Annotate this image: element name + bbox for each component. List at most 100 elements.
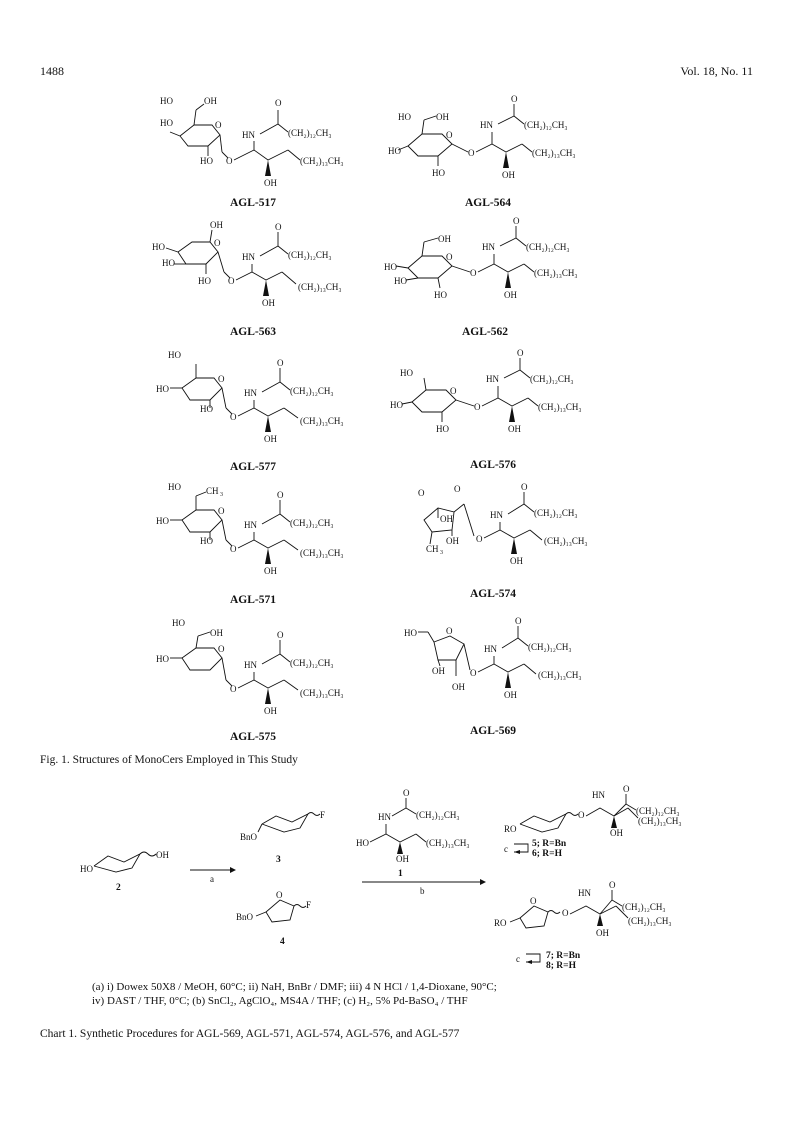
hydroxyl-label: HO [390,400,403,410]
compound-label-agl-564: AGL-564 [465,197,511,209]
compound-label-agl-577: AGL-577 [230,461,276,473]
volume-issue: Vol. 18, No. 11 [680,64,753,78]
acyl-chain: (CH₂)₁₂CH₃ [524,120,568,130]
hydroxyl-label: HO [156,516,169,526]
carbonyl-oxygen: O [277,630,284,640]
step-label-a: a [210,874,214,884]
ring-oxygen: O [530,896,537,906]
ring-oxygen: O [446,626,453,636]
hydroxyl-label: OH [504,690,517,700]
amide-nh: HN [592,790,605,800]
hydroxyl-label: HO [80,864,93,874]
compound-label-agl-562: AGL-562 [462,326,508,338]
hydroxyl-label: HO [398,112,411,122]
ring-oxygen: O [446,130,453,140]
hydroxyl-label: HO [156,384,169,394]
amide-nh: HN [486,374,499,384]
compound-number-7: 7; R=Bn [546,951,581,961]
hydroxyl-label: OH [610,828,623,838]
hydroxyl-label: OH [436,112,449,122]
alkyl-chain: (CH₂)₁₃CH₃ [534,268,578,278]
amide-nh: HN [484,644,497,654]
acyl-chain: (CH₂)₁₂CH₃ [416,810,460,820]
structure-agl-577: O HO HO HO O HN O (CH₂)₁₂CH₃ OH (CH₂)₁₃C… [156,350,344,444]
ring-oxygen: O [446,252,453,262]
carbonyl-oxygen: O [609,880,616,890]
reaction-conditions-line-2: iv) DAST / THF, 0°C; (b) SnCl₂, AgClO₄, … [92,995,468,1007]
hydroxyl-label: OH [210,628,223,638]
amide-nh: HN [244,520,257,530]
hydroxyl-label: OH [204,96,217,106]
acyl-chain: (CH₂)₁₂CH₃ [622,902,666,912]
compound-number-8: 8; R=H [546,961,577,971]
hydroxyl-label: HO [384,262,397,272]
step-label-b: b [420,886,425,896]
compound-7-8-structure: O RO O HN O (CH₂)₁₂CH₃ OH (CH₂)₁₃CH₃ [494,880,672,938]
alkyl-chain: (CH₂)₁₃CH₃ [532,148,576,158]
benzyloxy-label: BnO [236,912,254,922]
hydroxyl-label: OH [210,220,223,230]
amide-nh: HN [242,252,255,262]
alkyl-chain: (CH₂)₁₃CH₃ [300,548,344,558]
hydroxyl-label: HO [168,482,181,492]
hydroxyl-label: OH [446,536,459,546]
acyl-chain: (CH₂)₁₂CH₃ [290,658,334,668]
hydroxyl-label: HO [168,350,181,360]
amide-nh: HN [482,242,495,252]
acyl-chain: (CH₂)₁₂CH₃ [530,374,574,384]
amide-nh: HN [480,120,493,130]
hydroxyl-label: OH [504,290,517,300]
hydroxyl-label: OH [262,298,275,308]
carbonyl-oxygen: O [275,98,282,108]
compound-number-5: 5; R=Bn [532,839,567,849]
hydroxyl-label: HO [432,168,445,178]
hydroxyl-label: OH [440,514,453,524]
methyl-label: CH [206,486,219,496]
compound-number-4: 4 [280,937,285,947]
hydroxyl-label: HO [160,118,173,128]
hydroxyl-label: OH [264,706,277,716]
carbonyl-oxygen: O [623,784,630,794]
amide-nh: HN [244,660,257,670]
hydroxyl-label: HO [200,536,213,546]
r-group-label: RO [504,824,517,834]
compound-5-6-structure: RO O HN O (CH₂)₁₂CH₃ OH (CH₂)₁₃CH₃ [504,784,682,838]
glycosidic-oxygen: O [476,534,483,544]
structure-agl-576: O HO HO HO O HN O (CH₂)₁₂CH₃ OH (CH₂)₁₃C… [390,348,582,434]
amide-nh: HN [578,888,591,898]
alkyl-chain: (CH₂)₁₃CH₃ [538,670,582,680]
hydroxyl-label: HO [156,654,169,664]
compound-label-agl-574: AGL-574 [470,588,516,600]
ring-oxygen: O [215,120,222,130]
carbonyl-oxygen: O [277,358,284,368]
ring-oxygen: O [218,506,225,516]
alkyl-chain: (CH₂)₁₃CH₃ [300,688,344,698]
alkyl-chain: (CH₂)₁₃CH₃ [298,282,342,292]
alkyl-chain: (CH₂)₁₃CH₃ [300,416,344,426]
carbonyl-oxygen: O [521,482,528,492]
glycosidic-oxygen: O [228,276,235,286]
carbonyl-oxygen: O [277,490,284,500]
hydroxyl-label: HO [200,404,213,414]
hydroxyl-label: OH [596,928,609,938]
glycosidic-oxygen: O [468,148,475,158]
hydroxyl-label: HO [436,424,449,434]
hydroxyl-label: HO [152,242,165,252]
carbonyl-oxygen: O [511,94,518,104]
hydroxyl-label: HO [404,628,417,638]
alkyl-chain: (CH₂)₁₃CH₃ [628,916,672,926]
hydroxyl-label: OH [432,666,445,676]
acyl-chain: (CH₂)₁₂CH₃ [636,806,680,816]
glycosidic-oxygen: O [230,412,237,422]
hydroxyl-label: HO [394,276,407,286]
compound-number-2: 2 [116,883,121,893]
compound-label-agl-575: AGL-575 [230,731,276,743]
r-group-label: RO [494,918,507,928]
alkyl-chain: (CH₂)₁₃CH₃ [638,816,682,826]
acyl-chain: (CH₂)₁₂CH₃ [288,250,332,260]
hydroxyl-label: OH [502,170,515,180]
compound-label-agl-569: AGL-569 [470,725,516,737]
ring-oxygen: O [454,484,461,494]
